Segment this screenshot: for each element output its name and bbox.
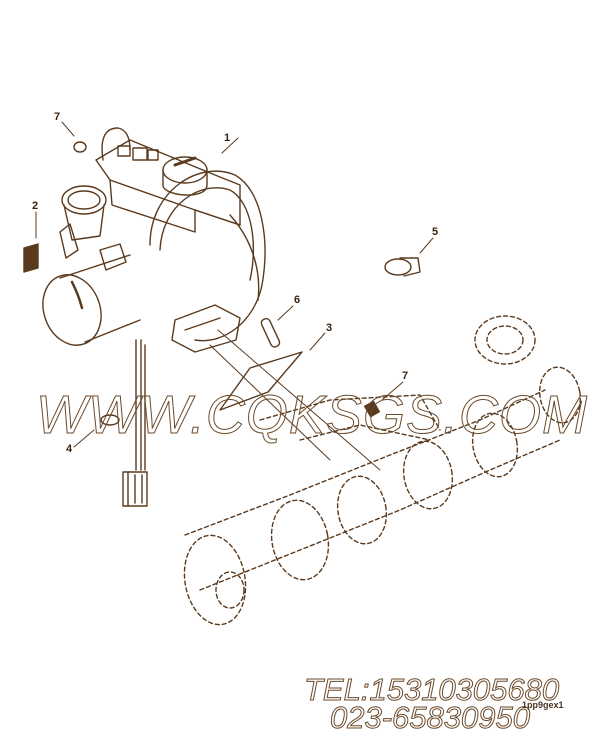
clamp-drawing — [384, 257, 421, 277]
callout-6: 6 — [294, 294, 301, 306]
gasket-drawing — [219, 351, 303, 411]
callout-7-manifold: 7 — [402, 370, 409, 382]
callout-7-upper: 7 — [54, 111, 61, 123]
callout-3: 3 — [326, 322, 333, 334]
callout-4: 4 — [66, 443, 73, 455]
nut-drawing-upper — [73, 141, 87, 153]
turbocharger-drawing — [42, 127, 266, 353]
watermark-phone: 023-65830950 — [330, 700, 531, 736]
tag-drawing — [23, 243, 39, 273]
stud-drawing — [260, 317, 281, 348]
exhaust-manifold-drawing — [183, 315, 581, 626]
wire-harness-drawing — [100, 339, 148, 507]
callout-5: 5 — [432, 226, 439, 238]
callout-2: 2 — [32, 200, 39, 212]
nut-drawing-manifold — [363, 400, 381, 418]
watermark-website: WWW.CQKSGS.COM — [36, 385, 588, 446]
watermark-tel: TEL:15310305680 — [303, 672, 560, 708]
callout-1: 1 — [224, 132, 231, 144]
figure-id: 1pp9gex1 — [522, 700, 564, 710]
